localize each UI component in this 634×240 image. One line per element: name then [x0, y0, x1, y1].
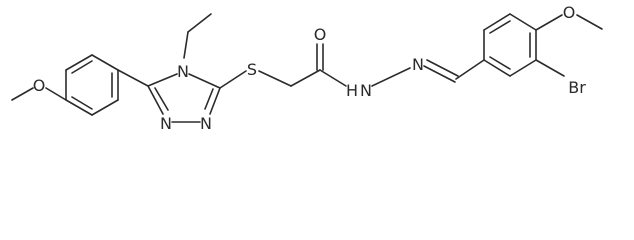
aryl-br-bond — [535, 59, 565, 77]
ch2-carbonyl-bond — [290, 69, 321, 87]
ethyl-bond-2 — [187, 13, 212, 33]
n-n-bond — [371, 67, 411, 87]
triazole-n4-c3-bond — [188, 73, 221, 89]
atom-n-hydrazide: N — [360, 81, 372, 100]
atom-o-methoxy-right: O — [563, 3, 576, 22]
right-bromomethoxyphenyl-group — [483, 13, 603, 77]
benzene-left-bond-6 — [65, 99, 93, 116]
triazole-c3-n2-bond — [209, 87, 221, 115]
aryl-triazole-bond — [117, 69, 149, 87]
benzene-right-bond-5 — [483, 13, 511, 31]
benzene-right-bond-4 — [509, 13, 537, 31]
atom-n-triazole-left: N — [160, 114, 172, 133]
benzene-left-bond-3 — [91, 54, 119, 71]
atom-labels: O N N N S O H N N O Br — [33, 3, 586, 133]
hydrazone-double-1 — [423, 65, 456, 83]
triazole-group — [147, 13, 221, 123]
benzene-right-double-3 — [489, 20, 511, 34]
aryl-o-bond-right — [535, 14, 563, 31]
atom-n-hydrazone: N — [412, 55, 424, 74]
atom-o-carbonyl: O — [314, 25, 327, 44]
carbonyl-nh-bond — [319, 69, 347, 87]
atom-h-hydrazide: H — [346, 81, 358, 100]
benzene-left-bond-2 — [65, 54, 93, 71]
atom-n-ethyl: N — [177, 62, 189, 81]
triazole-n1-c5-double — [154, 87, 169, 111]
ch-aryl-bond — [455, 59, 485, 80]
o-aryl-bond-left — [45, 87, 67, 101]
o-methyl-bond-right — [576, 14, 603, 30]
atom-o-methoxy-left: O — [33, 76, 46, 95]
atom-br: Br — [568, 78, 586, 97]
triazole-c3-n2-double — [204, 88, 214, 110]
triazole-n1-c5-bond — [147, 85, 164, 115]
linker-group — [219, 43, 485, 89]
triazole-c5-n4-bond — [147, 73, 178, 87]
atom-s: S — [247, 60, 257, 79]
chemical-structure-diagram: O N N N S O H N N O Br — [11, 3, 603, 133]
methyl-o-bond-left — [11, 87, 34, 101]
hydrazone-double-2 — [426, 59, 459, 77]
atom-n-triazole-right: N — [200, 114, 212, 133]
benzene-right-bond-2 — [509, 59, 537, 77]
left-methoxyphenyl-group — [11, 54, 149, 116]
benzene-right-double-1 — [489, 56, 511, 70]
s-ch2-bond — [258, 70, 292, 87]
ethyl-bond-1 — [183, 31, 189, 59]
benzene-left-bond-5 — [91, 99, 119, 116]
benzene-left-double-1 — [71, 60, 93, 74]
benzene-right-bond-1 — [483, 59, 511, 77]
benzene-left-double-3 — [71, 96, 93, 110]
c3-s-bond — [219, 70, 247, 89]
